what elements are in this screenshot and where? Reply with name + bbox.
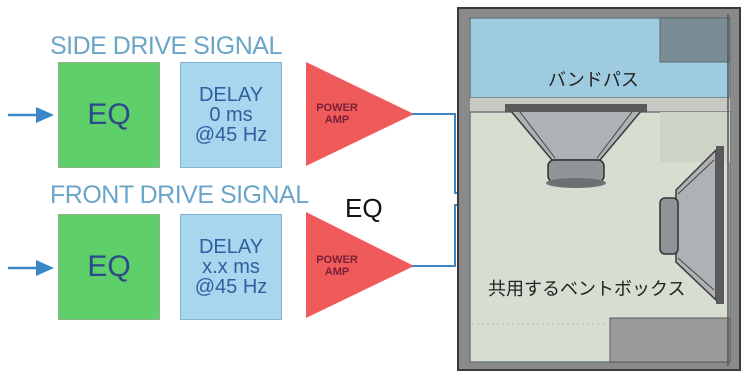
bandpass-label: バンドパス	[548, 70, 639, 90]
front-woofer-driver	[659, 146, 724, 304]
shared-vent-box-label: 共用するベントボックス	[488, 279, 686, 299]
side-drive-signal-label: SIDE DRIVE SIGNAL	[50, 32, 282, 60]
side-delay-frequency: @45 Hz	[194, 124, 268, 146]
front-amp-line2: AMP	[324, 266, 350, 278]
front-eq-block: EQ	[58, 214, 160, 320]
front-delay-frequency: @45 Hz	[194, 276, 268, 298]
side-eq-block: EQ	[58, 62, 160, 168]
enclosure	[457, 7, 741, 371]
front-drive-signal-label: FRONT DRIVE SIGNAL	[50, 181, 309, 209]
side-amp-line2: AMP	[324, 114, 350, 126]
side-delay-time: 0 ms	[209, 104, 253, 126]
front-amp-line1: POWER	[316, 254, 358, 266]
side-input-arrow	[8, 107, 54, 123]
side-power-amp-label: POWER AMP	[310, 102, 364, 126]
side-amp-line1: POWER	[316, 102, 358, 114]
floating-eq-label: EQ	[345, 193, 383, 223]
side-delay-title: DELAY	[198, 84, 264, 106]
front-delay-block: DELAY x.x ms @45 Hz	[180, 214, 282, 320]
side-woofer-driver	[505, 104, 647, 188]
front-delay-time: x.x ms	[202, 256, 260, 278]
front-input-arrow	[8, 260, 54, 276]
side-power-amp-shape	[306, 62, 414, 166]
front-delay-title: DELAY	[198, 236, 264, 258]
front-power-amp-label: POWER AMP	[310, 254, 364, 278]
front-power-amp-shape	[306, 212, 414, 318]
side-delay-block: DELAY 0 ms @45 Hz	[180, 62, 282, 168]
